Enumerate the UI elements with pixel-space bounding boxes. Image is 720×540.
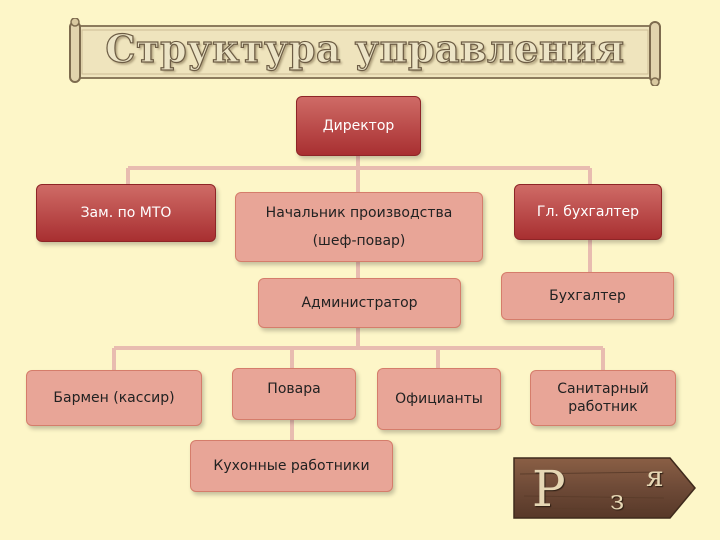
- node-chief-accountant-label: Гл. бухгалтер: [536, 204, 640, 220]
- node-administrator-label: Администратор: [301, 295, 418, 311]
- sign-letter-1: Р: [532, 460, 566, 518]
- node-deputy: Зам. по МТО: [36, 184, 216, 242]
- node-kitchen-workers-label: Кухонные работники: [213, 458, 370, 474]
- wooden-sign-graphic: [513, 457, 696, 519]
- node-accountant: Бухгалтер: [501, 272, 674, 320]
- node-bartender-label: Бармен (кассир): [53, 390, 175, 406]
- node-deputy-label: Зам. по МТО: [80, 205, 172, 221]
- node-cooks-label: Повара: [267, 381, 321, 397]
- scroll-graphic: [69, 18, 661, 86]
- node-director-label: Директор: [322, 118, 395, 134]
- diagram-title: Структура управления: [105, 25, 625, 71]
- node-bartender: Бармен (кассир): [26, 370, 202, 426]
- node-waiters-label: Официанты: [395, 391, 483, 407]
- node-accountant-label: Бухгалтер: [549, 288, 626, 304]
- node-sanitary: Санитарный работник: [530, 370, 676, 426]
- sign-letter-2: з: [610, 486, 625, 516]
- node-administrator: Администратор: [258, 278, 461, 328]
- node-waiters: Официанты: [377, 368, 501, 430]
- node-cooks: Повара: [232, 368, 356, 420]
- title-scroll: Структура управления: [68, 18, 662, 86]
- node-production-head: Начальник производства (шеф-повар): [235, 192, 483, 262]
- wooden-sign: Р з я: [512, 456, 697, 520]
- node-chief-accountant: Гл. бухгалтер: [514, 184, 662, 240]
- node-kitchen-workers: Кухонные работники: [190, 440, 393, 492]
- node-director: Директор: [296, 96, 421, 156]
- sign-letter-3: я: [646, 460, 664, 493]
- node-sanitary-label: Санитарный работник: [557, 381, 649, 415]
- node-production-head-label: Начальник производства: [265, 205, 453, 221]
- node-production-head-sub: (шеф-повар): [312, 233, 406, 249]
